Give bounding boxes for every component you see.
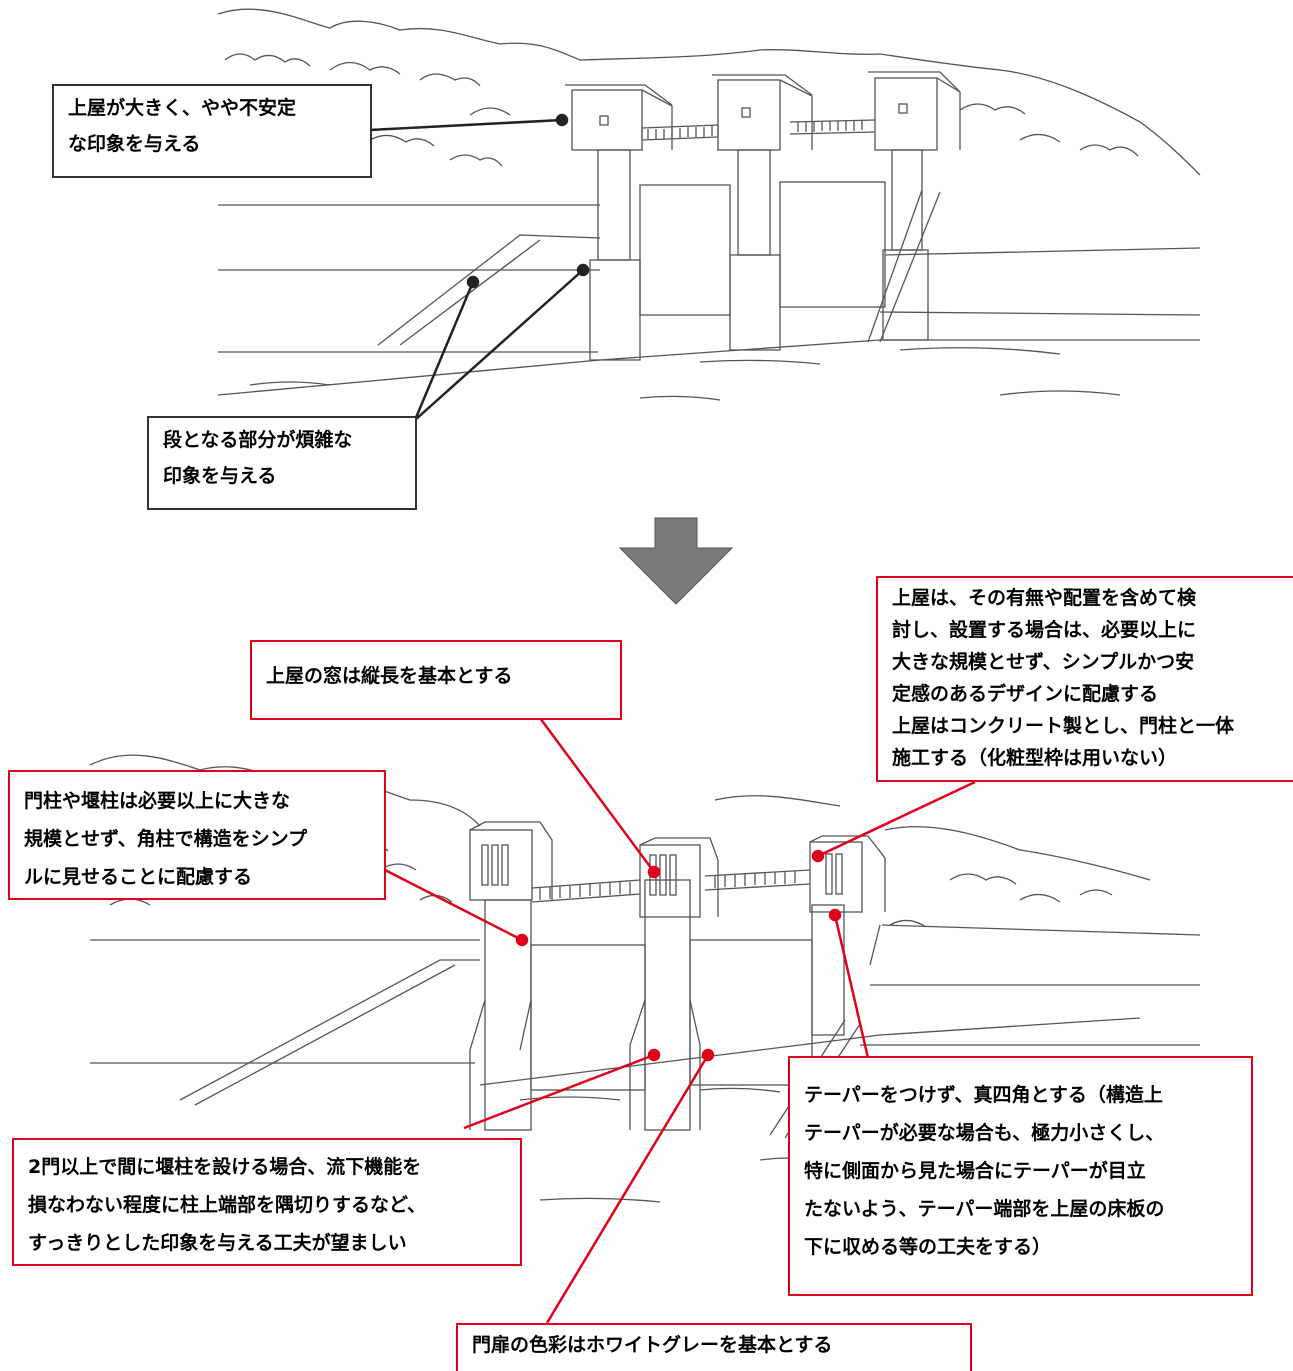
before-bridge-left <box>641 124 719 141</box>
after-marker-window <box>647 865 661 879</box>
annotation-line: 規模とせず、角柱で構造をシンプ <box>24 828 308 850</box>
annotation-line: 門柱や堰柱は必要以上に大きな <box>24 790 291 812</box>
before-marker-step-2 <box>576 263 590 277</box>
annotation-no-taper: テーパーをつけず、真四角とする（構造上 テーパーが必要な場合も、極力小さくし、 … <box>788 1056 1253 1296</box>
annotation-line: 定感のあるデザインに配慮する <box>892 683 1159 705</box>
annotation-steps-complex: 段となる部分が煩雑な 印象を与える <box>147 416 417 510</box>
after-marker-chamfer <box>647 1048 661 1062</box>
before-pillar-mid <box>737 149 771 256</box>
after-marker-taper <box>828 908 842 922</box>
annotation-line: すっきりとした印象を与える工夫が望ましい <box>28 1232 407 1254</box>
after-marker-pillar <box>515 933 529 947</box>
after-leader-lines <box>384 717 976 1324</box>
annotation-line: 上屋の窓は縦長を基本とする <box>266 665 513 687</box>
before-gate-left <box>639 184 731 316</box>
annotation-line: 上屋はコンクリート製とし、門柱と一体 <box>892 715 1235 737</box>
annotation-window-vertical: 上屋の窓は縦長を基本とする <box>250 640 622 720</box>
annotation-pillars-simple: 門柱や堰柱は必要以上に大きな 規模とせず、角柱で構造をシンプ ルに見せることに配… <box>8 770 386 900</box>
before-gate-right <box>779 181 886 308</box>
annotation-roof-large: 上屋が大きく、やや不安定 な印象を与える <box>52 84 372 178</box>
before-hill-outline <box>217 8 1201 176</box>
annotation-line: 2門以上で間に堰柱を設ける場合、流下機能を <box>28 1156 422 1178</box>
before-dam-lines <box>217 204 1201 396</box>
down-arrow-icon <box>618 517 734 605</box>
annotation-line: 討し、設置する場合は、必要以上に <box>892 619 1197 641</box>
annotation-line: 下に収める等の工夫をする） <box>804 1236 1052 1258</box>
annotation-line: 施工する（化粧型枠は用いない） <box>892 747 1178 769</box>
after-gate-left <box>530 944 646 1091</box>
annotation-line: 門扉の色彩はホワイトグレーを基本とする <box>472 1334 833 1356</box>
after-house-mid <box>639 844 701 918</box>
after-bridge-right <box>704 869 811 891</box>
before-marker-step-1 <box>466 275 480 289</box>
annotation-line: テーパーをつけず、真四角とする（構造上 <box>804 1084 1163 1106</box>
before-bridge-right <box>789 119 876 135</box>
before-house-right <box>874 77 938 151</box>
annotation-line: 上屋が大きく、やや不安定 <box>68 97 297 119</box>
before-marker-roof <box>555 113 569 127</box>
after-slopes <box>179 924 881 1139</box>
after-house-left <box>469 829 533 901</box>
annotation-line: 大きな規模とせず、シンプルかつ安 <box>892 651 1195 673</box>
before-pillar-right <box>891 149 923 251</box>
after-dam-lines <box>90 924 1201 1086</box>
annotation-line: な印象を与える <box>68 133 201 155</box>
after-bridge-left <box>531 879 641 903</box>
after-marker-roof <box>811 849 825 863</box>
after-pillar-right <box>811 904 845 1036</box>
before-house-left <box>571 89 643 151</box>
after-gate-right <box>689 939 813 1086</box>
annotation-line: テーパーが必要な場合も、極力小さくし、 <box>804 1122 1165 1144</box>
annotation-roof-design: 上屋は、その有無や配置を含めて検 討し、設置する場合は、必要以上に 大きな規模と… <box>876 576 1293 782</box>
annotation-line: 損なわない程度に柱上端部を隅切りするなど、 <box>28 1194 427 1216</box>
before-dam-drawing <box>217 8 1201 401</box>
annotation-line: ルに見せることに配慮する <box>24 866 253 888</box>
before-slopes <box>377 189 941 346</box>
annotation-line: 特に側面から見た場合にテーパーが目立 <box>804 1160 1146 1182</box>
before-house-mid <box>717 79 781 151</box>
after-marker-gate <box>701 1048 715 1062</box>
annotation-line: 段となる部分が煩雑な <box>163 429 353 451</box>
before-riverbed <box>249 347 1121 401</box>
before-pillar-left <box>597 149 631 261</box>
annotation-chamfer: 2門以上で間に堰柱を設ける場合、流下機能を 損なわない程度に柱上端部を隅切りする… <box>12 1138 522 1266</box>
annotation-line: 上屋は、その有無や配置を含めて検 <box>892 587 1197 609</box>
before-leader-lines <box>369 113 590 421</box>
annotation-line: 印象を与える <box>163 465 277 487</box>
annotation-gate-color: 門扉の色彩はホワイトグレーを基本とする <box>456 1323 972 1371</box>
annotation-line: たないよう、テーパー端部を上屋の床板の <box>804 1198 1165 1220</box>
